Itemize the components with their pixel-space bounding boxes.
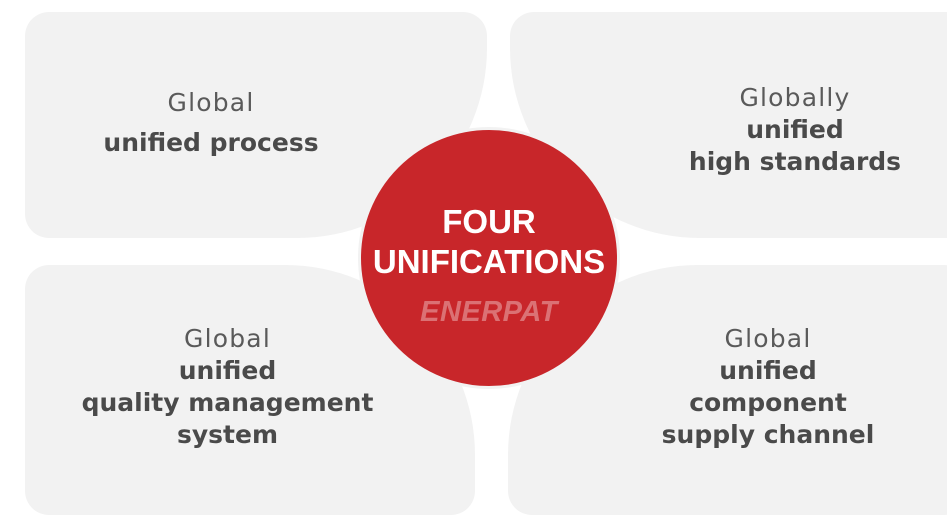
center-title-line: FOUR xyxy=(442,203,536,240)
quadrant-light-text: Globally xyxy=(739,83,851,112)
quadrant-text: Globally unified high standards xyxy=(600,82,947,178)
quadrant-bold-text: unified process xyxy=(103,128,319,157)
quadrant-supply-channel: Global unified component supply channel xyxy=(508,265,947,515)
quadrant-bold-text: high standards xyxy=(688,147,902,176)
center-circle: FOUR UNIFICATIONS ENERPAT xyxy=(358,127,620,389)
quadrant-text: Global unified quality management system xyxy=(25,323,430,451)
quadrant-light-text: Global xyxy=(184,324,271,353)
quadrant-text: Global unified process xyxy=(25,87,397,159)
quadrant-bold-text: quality management xyxy=(81,388,374,417)
quadrant-bold-text: supply channel xyxy=(661,420,875,449)
enerpat-logo: ENERPAT xyxy=(420,296,558,328)
quadrant-bold-text: component xyxy=(689,388,847,417)
center-title: FOUR UNIFICATIONS xyxy=(361,202,617,282)
quadrant-bold-text: unified xyxy=(746,115,844,144)
quadrant-text: Global unified component supply channel xyxy=(618,323,918,451)
quadrant-light-text: Global xyxy=(724,324,812,353)
center-title-line: UNIFICATIONS xyxy=(372,243,606,280)
quadrant-bold-text: unified xyxy=(178,356,277,385)
quadrant-bold-text: unified xyxy=(719,356,817,385)
quadrant-bold-text: system xyxy=(176,420,278,449)
quadrant-global-unified-process: Global unified process xyxy=(25,12,487,238)
quadrant-light-text: Global xyxy=(167,88,255,117)
